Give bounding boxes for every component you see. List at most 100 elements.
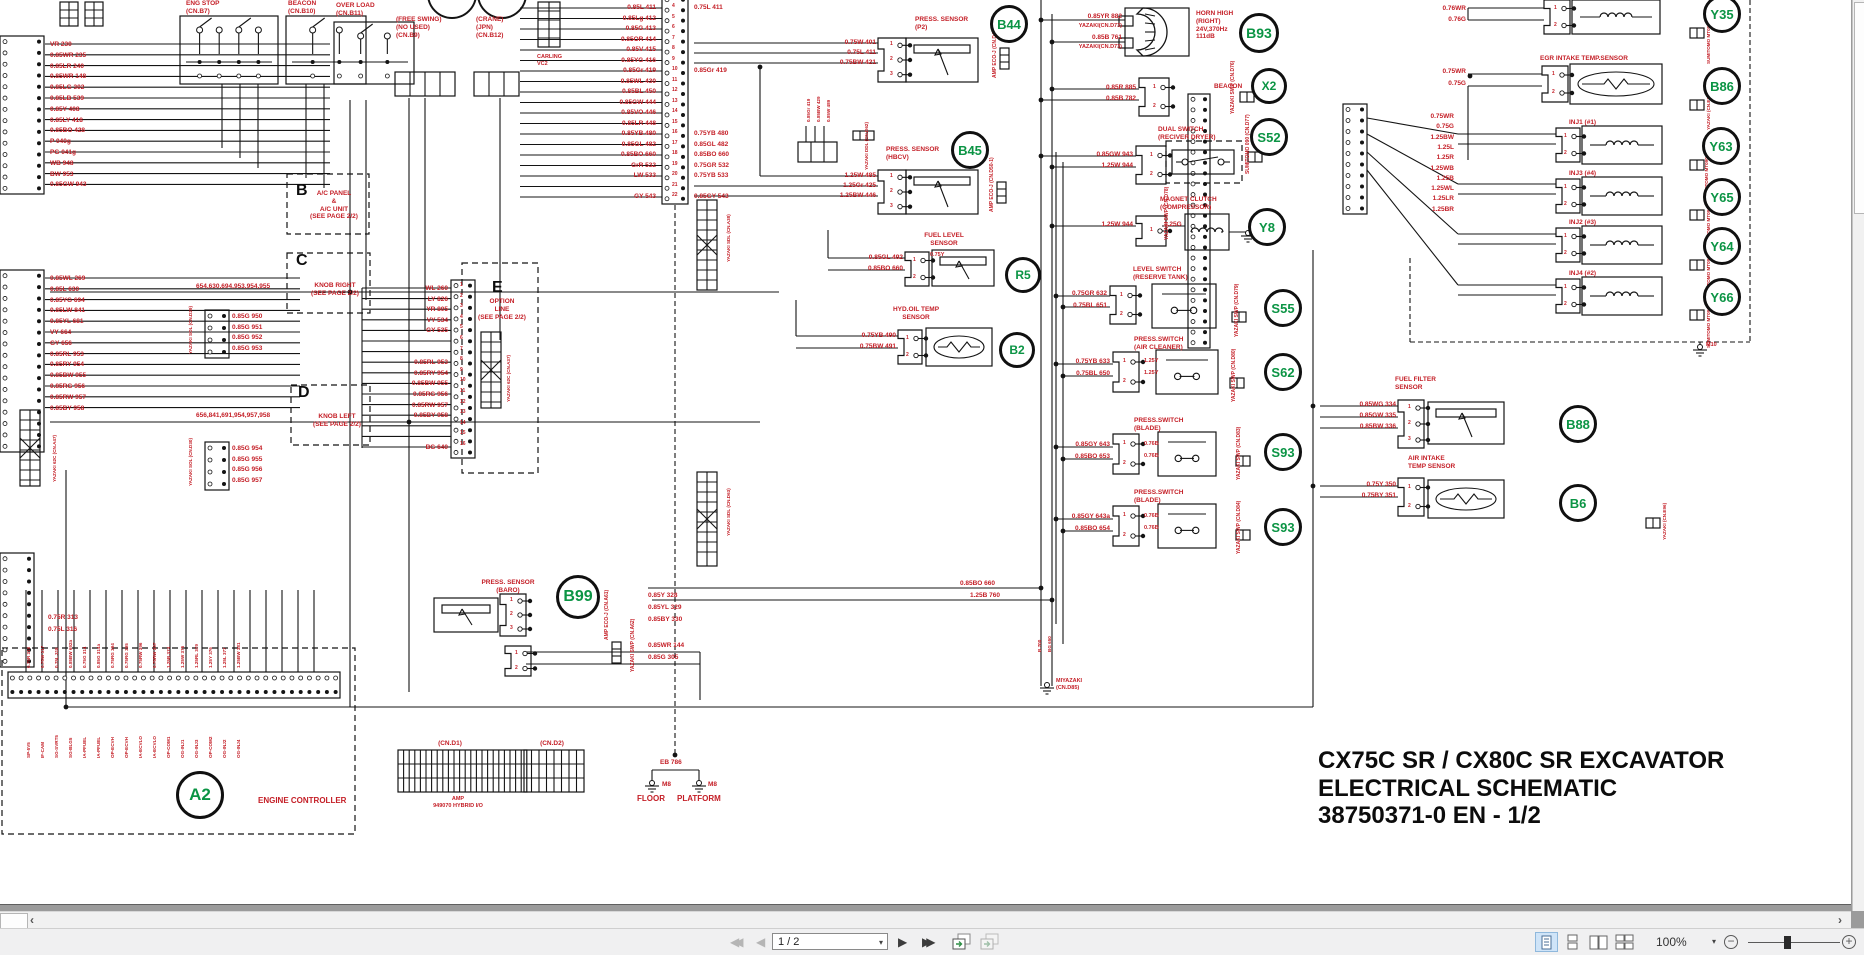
component-B2 [925,327,993,367]
connector-strip [0,552,35,668]
section-box [290,384,371,446]
pin [10,690,15,694]
previous-view-icon[interactable] [952,933,972,950]
connector-strip [7,671,341,699]
pin [517,598,523,604]
scroll-right-icon[interactable]: › [1838,913,1842,927]
pin [2,421,8,426]
zoom-slider-track[interactable] [1748,941,1840,943]
pin [37,285,41,290]
single-page-layout-icon[interactable] [1535,932,1558,952]
pin [1203,340,1207,345]
pin [2,307,8,313]
pin [897,72,903,78]
connector-strip [204,441,230,491]
pin [2,185,8,191]
pin [27,659,31,664]
wire [458,608,466,616]
pin [664,175,670,181]
page-dropdown-caret-icon[interactable]: ▾ [878,938,883,947]
pin [1203,287,1207,292]
pin [913,352,919,359]
last-page-button[interactable]: ▶▶ [922,935,936,949]
vertical-scrollbar[interactable] [1852,0,1864,911]
zoom-slider-thumb[interactable] [1784,936,1791,949]
pin [228,690,233,694]
zoom-out-button[interactable]: − [1724,935,1738,949]
pin [1345,140,1351,145]
pin [176,690,181,694]
pin [468,283,472,288]
schematic-canvas [0,0,1751,835]
junction-dot [1038,17,1044,23]
pin [37,163,41,168]
pin [1190,96,1196,102]
page-number-input[interactable]: 1 / 2 ▾ [772,933,888,950]
previous-page-button[interactable]: ◀ [756,935,766,949]
plug-B2 [897,329,923,365]
component-S52 [1171,149,1235,175]
pin [1203,181,1207,186]
pin [80,690,85,694]
pin [1127,292,1133,299]
component-B86 [1569,63,1663,105]
zoom-level-value[interactable]: 100% [1656,935,1687,949]
connector-strip [450,279,476,459]
pin [37,73,41,78]
pin [222,314,226,318]
pin [54,690,59,694]
pin [681,50,685,55]
pin [453,338,459,344]
box [1435,408,1497,418]
wire [238,17,252,28]
pin [468,450,472,455]
pin [2,341,8,347]
pin [335,26,343,34]
pin [453,305,459,311]
two-page-layout-icon[interactable] [1588,933,1609,951]
pin [1345,195,1351,200]
wire [1144,47,1156,51]
connector-strip [204,309,230,359]
horizontal-scroll-thumb[interactable] [0,913,28,929]
pin [44,675,50,681]
pin [1415,421,1421,427]
pin [1130,441,1136,447]
pin [158,690,163,694]
zoom-in-button[interactable]: + [1842,935,1856,949]
pin [167,675,173,681]
vertical-scroll-thumb[interactable] [1854,2,1864,214]
wire [1366,133,1459,185]
pin [9,675,15,681]
pin [1203,266,1207,271]
two-page-continuous-layout-icon[interactable] [1614,933,1635,951]
plug-B6 [1397,477,1425,517]
coil-symbol [1605,240,1639,246]
junction-dot [1060,373,1066,379]
pin [1360,140,1364,145]
connector-strip [1187,93,1211,349]
pin [310,73,316,79]
grid-connector [852,130,875,141]
pin [2,84,8,90]
pin [2,50,8,56]
box [1118,15,1134,27]
pin [664,49,670,55]
next-view-icon[interactable] [980,933,1000,950]
continuous-layout-icon[interactable] [1562,933,1583,951]
zoom-dropdown-caret-icon[interactable]: ▾ [1712,937,1717,946]
horizontal-scrollbar[interactable]: ‹ › [0,911,1851,929]
next-page-button[interactable]: ▶ [898,935,908,949]
pin [664,112,670,118]
pin [664,18,670,24]
plug-Y8 [1135,215,1167,247]
pin [1360,151,1364,156]
scroll-left-icon[interactable]: ‹ [30,913,34,927]
pin [920,274,926,281]
first-page-button[interactable]: ◀◀ [730,935,744,949]
pin [897,204,903,210]
pin [222,446,226,450]
pin [1160,84,1166,91]
